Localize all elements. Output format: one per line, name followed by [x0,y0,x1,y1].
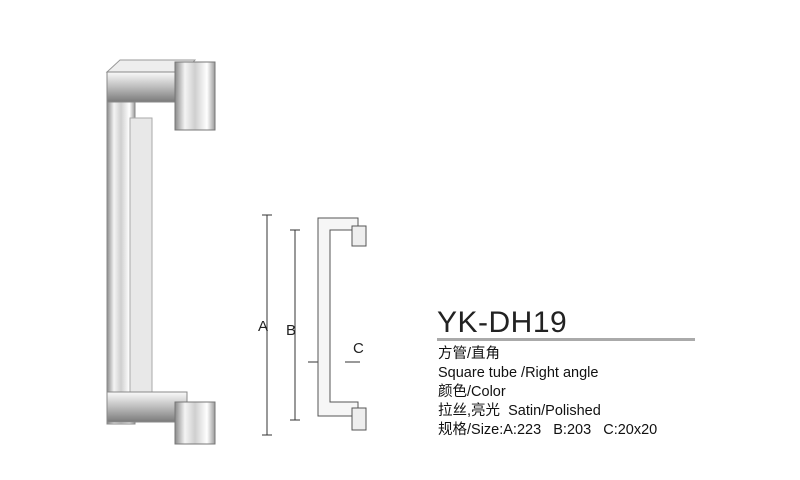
dimension-label-a: A [258,318,269,335]
dimension-drawing [262,214,367,436]
large-handle-image [105,59,216,445]
model-number: YK-DH19 [437,306,568,339]
dimension-label-b: B [286,322,297,339]
spec-shape-cn: 方管/直角 [438,346,501,362]
spec-shape-en: Square tube /Right angle [438,365,599,381]
spec-finish: 拉丝,亮光 Satin/Polished [438,403,601,419]
spec-list: 方管/直角 Square tube /Right angle 颜色/Color … [438,345,657,440]
dimension-label-c: C [353,340,364,357]
divider [437,338,695,341]
spec-size: 规格/Size:A:223 B:203 C:20x20 [438,422,658,438]
spec-color-label: 颜色/Color [438,384,506,400]
